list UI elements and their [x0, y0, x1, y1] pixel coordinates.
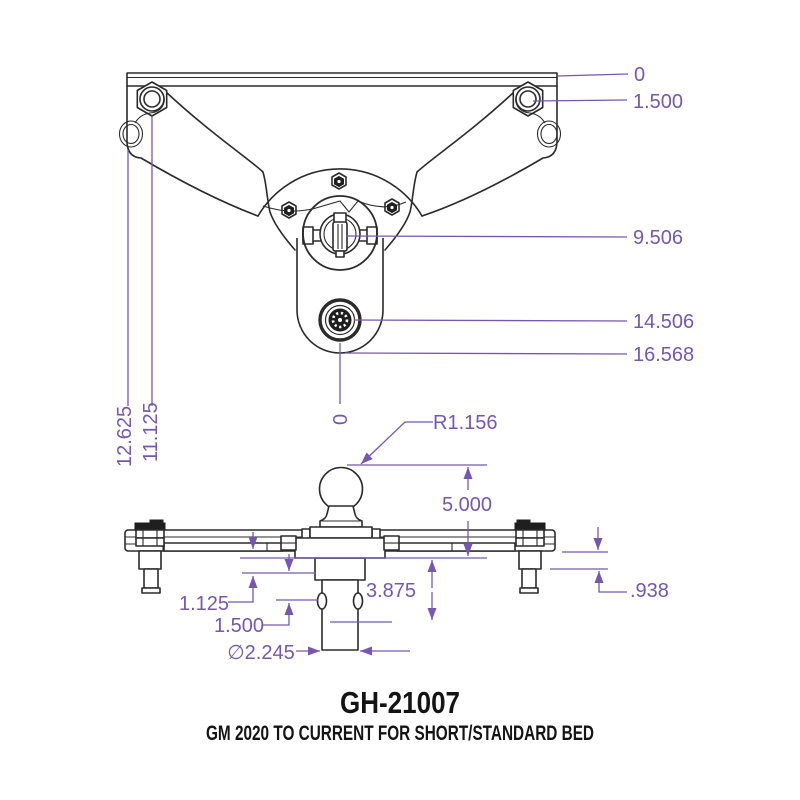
right-hitch-pin — [512, 81, 562, 148]
title-block: GH-21007 GM 2020 TO CURRENT FOR SHORT/ST… — [206, 685, 594, 745]
housing-block — [294, 537, 386, 559]
dim-shaft-diameter: ∅2.245 — [227, 642, 294, 664]
right-mount-bolt — [514, 519, 546, 594]
fan-bolt — [384, 198, 400, 216]
clip-wire — [134, 88, 165, 124]
dim-left-pin-center: 11.125 — [140, 402, 162, 462]
dimension-layer — [127, 73, 629, 656]
right-tie-bar — [396, 542, 516, 552]
dim-ball-center: 14.506 — [633, 311, 694, 333]
shaft-lower — [321, 579, 359, 651]
detent-pin-right — [352, 592, 364, 610]
clip-loop — [118, 120, 144, 148]
handle-pin — [332, 221, 348, 252]
dim-socket-depth: 1.500 — [214, 615, 264, 637]
left-mount-bolt — [134, 519, 166, 594]
part-description: GM 2020 TO CURRENT FOR SHORT/STANDARD BE… — [206, 722, 594, 745]
dim-pin-center: 1.500 — [633, 91, 683, 113]
left-wing-outer-edge — [126, 85, 259, 217]
dim-plate-bottom: 16.568 — [633, 344, 694, 366]
shaft-upper — [314, 557, 366, 581]
detent-pin-left — [316, 592, 328, 610]
dim-plate-offset: 1.125 — [179, 593, 229, 615]
ball-neck — [319, 505, 363, 528]
dim-shaft-drop: 3.875 — [366, 580, 416, 602]
left-hitch-pin — [118, 81, 168, 148]
dim-datum-zero: 0 — [634, 64, 645, 86]
center-housing — [302, 195, 378, 271]
dim-center-origin: 0 — [330, 414, 352, 425]
dim-flange-gap: .938 — [630, 580, 669, 602]
dim-plate-edge: 12.625 — [114, 406, 136, 467]
fan-arc — [257, 168, 423, 217]
fan-bolt — [281, 201, 297, 219]
dim-ball-radius: R1.156 — [433, 412, 498, 434]
dim-handle-center: 9.506 — [633, 227, 683, 249]
ball-flange — [309, 526, 373, 539]
top-view-hitch-plate — [118, 72, 562, 354]
fan-bolt — [331, 172, 347, 190]
clip-loop — [536, 120, 562, 148]
left-tie-bar — [163, 542, 284, 552]
dim-ball-height: 5.000 — [442, 494, 492, 516]
hitch-ball — [318, 466, 364, 512]
right-wing-inner-edge — [384, 91, 515, 251]
rail-bar — [126, 72, 558, 87]
front-view-ball-assembly — [124, 466, 556, 651]
part-number: GH-21007 — [340, 685, 460, 720]
clip-wire — [515, 88, 546, 124]
dimension-text-layer: 0 1.500 9.506 14.506 16.568 12.625 11.12… — [114, 64, 694, 664]
left-wing-inner-edge — [165, 91, 296, 251]
right-wing-outer-edge — [421, 85, 558, 217]
